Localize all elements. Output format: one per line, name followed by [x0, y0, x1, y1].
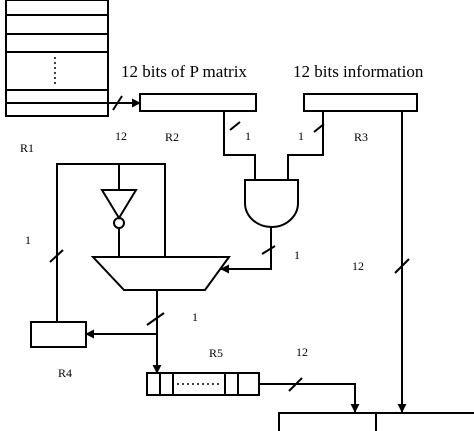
register-r2 — [139, 93, 257, 112]
bus-slash — [313, 123, 325, 133]
label-information: 12 bits information — [293, 62, 424, 81]
label-r5: R5 — [209, 346, 223, 360]
register-r4 — [30, 321, 87, 348]
bus-slash — [288, 377, 303, 392]
label-r3: R3 — [354, 130, 368, 144]
wire-r5-out — [259, 383, 360, 413]
width-r3-down: 12 — [352, 259, 364, 273]
width-feedback-r4: 1 — [25, 233, 31, 247]
label-r2: R2 — [165, 130, 179, 144]
mux — [90, 256, 231, 291]
label-r1: R1 — [20, 141, 34, 155]
width-r2-and: 1 — [245, 129, 251, 143]
bus-slash — [146, 312, 165, 326]
bus-slash — [261, 245, 276, 255]
bus-slash — [112, 95, 123, 111]
width-r1-r2: 12 — [115, 129, 127, 143]
bus-slash — [394, 258, 410, 274]
bus-slash — [229, 121, 241, 131]
register-r3 — [303, 93, 418, 112]
inverter — [100, 164, 138, 257]
wire-r3-and — [287, 111, 324, 180]
register-r1 — [5, 0, 109, 117]
output-register — [278, 412, 474, 431]
wire-r2-and — [223, 111, 256, 180]
wire-and-mux — [220, 227, 272, 274]
bus-slash — [49, 249, 64, 263]
wire-feedback-top — [56, 163, 166, 321]
width-r5-out: 12 — [296, 345, 308, 359]
register-r5 — [146, 372, 260, 396]
label-p-matrix: 12 bits of P matrix — [121, 62, 247, 81]
width-and-mux: 1 — [294, 248, 300, 262]
width-mux-out: 1 — [192, 310, 198, 324]
label-r4: R4 — [58, 366, 72, 380]
and-gate — [244, 179, 299, 228]
width-r3-and: 1 — [298, 129, 304, 143]
